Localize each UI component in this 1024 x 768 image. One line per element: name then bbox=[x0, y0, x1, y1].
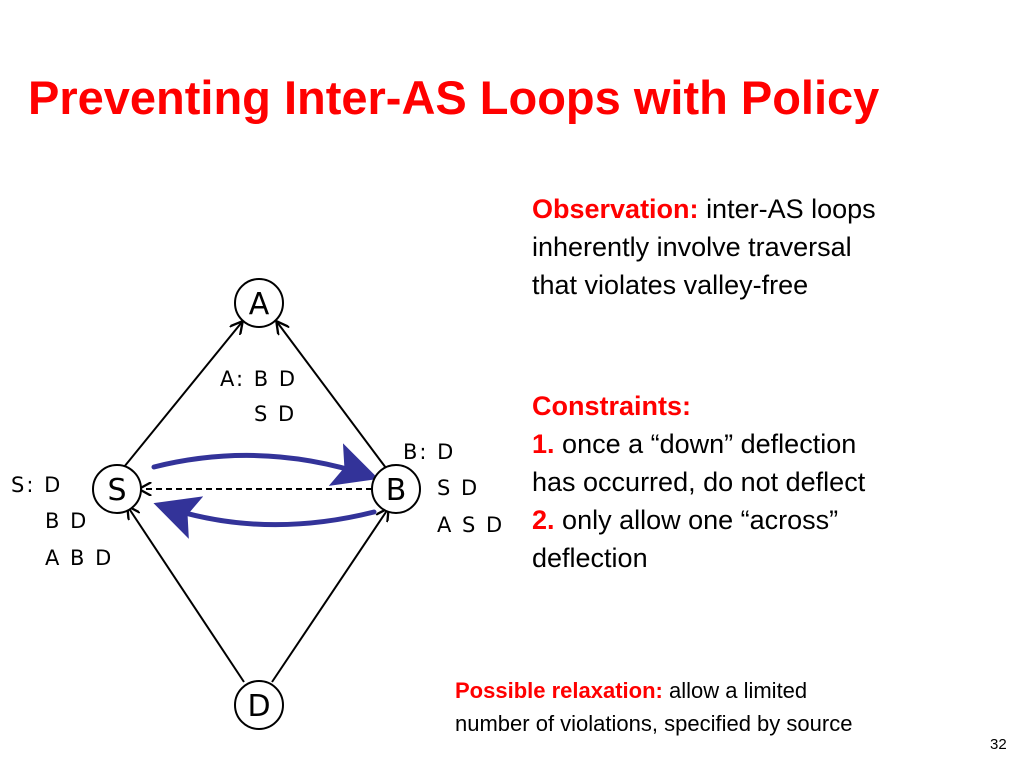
route-s-line-3: A B D bbox=[45, 546, 113, 570]
observation-line-2: inherently involve traversal bbox=[532, 232, 852, 262]
observation-block: Observation: inter-AS loops inherently i… bbox=[532, 190, 1002, 304]
node-a-label: A bbox=[249, 287, 270, 322]
relaxation-block: Possible relaxation: allow a limited num… bbox=[455, 674, 1015, 740]
route-b-line-3: A S D bbox=[437, 513, 504, 537]
node-b-label: B bbox=[386, 473, 407, 508]
observation-line-3: that violates valley-free bbox=[532, 270, 809, 300]
node-d-label: D bbox=[247, 689, 270, 724]
route-b-line-1: B: D bbox=[403, 440, 455, 464]
observation-line-1: inter-AS loops bbox=[706, 194, 876, 224]
loop-arrow-b-to-s bbox=[153, 496, 377, 539]
edge-b-to-a bbox=[277, 322, 387, 469]
edge-d-to-b bbox=[271, 509, 388, 683]
node-d: D bbox=[234, 680, 284, 730]
node-s: S bbox=[92, 464, 142, 514]
slide-title: Preventing Inter-AS Loops with Policy bbox=[28, 71, 880, 124]
route-a-line-1: A: B D bbox=[220, 367, 297, 391]
relaxation-heading: Possible relaxation: bbox=[455, 678, 663, 703]
constraint-2-line-2: deflection bbox=[532, 543, 648, 573]
constraint-1-number: 1. bbox=[532, 429, 555, 459]
node-a: A bbox=[234, 278, 284, 328]
relaxation-line-2: number of violations, specified by sourc… bbox=[455, 711, 853, 736]
constraint-1-line-2: has occurred, do not deflect bbox=[532, 467, 866, 497]
node-b: B bbox=[371, 464, 421, 514]
loop-arrow-s-to-b bbox=[151, 443, 379, 486]
route-a-line-2: S D bbox=[254, 402, 296, 426]
route-b-line-2: S D bbox=[437, 476, 479, 500]
constraint-2-line-1: only allow one “across” bbox=[562, 505, 839, 535]
edge-d-to-s bbox=[128, 507, 245, 683]
relaxation-line-1: allow a limited bbox=[668, 678, 808, 703]
route-s-line-2: B D bbox=[45, 509, 88, 533]
node-s-label: S bbox=[107, 473, 126, 508]
constraint-2-number: 2. bbox=[532, 505, 555, 535]
observation-heading: Observation: bbox=[532, 194, 699, 224]
constraints-heading: Constraints: bbox=[532, 391, 692, 421]
page-number: 32 bbox=[990, 736, 1007, 753]
route-s-line-1: S: D bbox=[11, 473, 62, 497]
constraints-block: Constraints: 1. once a “down” deflection… bbox=[532, 387, 1002, 577]
edge-s-to-a bbox=[123, 322, 242, 468]
constraint-1-line-1: once a “down” deflection bbox=[562, 429, 857, 459]
